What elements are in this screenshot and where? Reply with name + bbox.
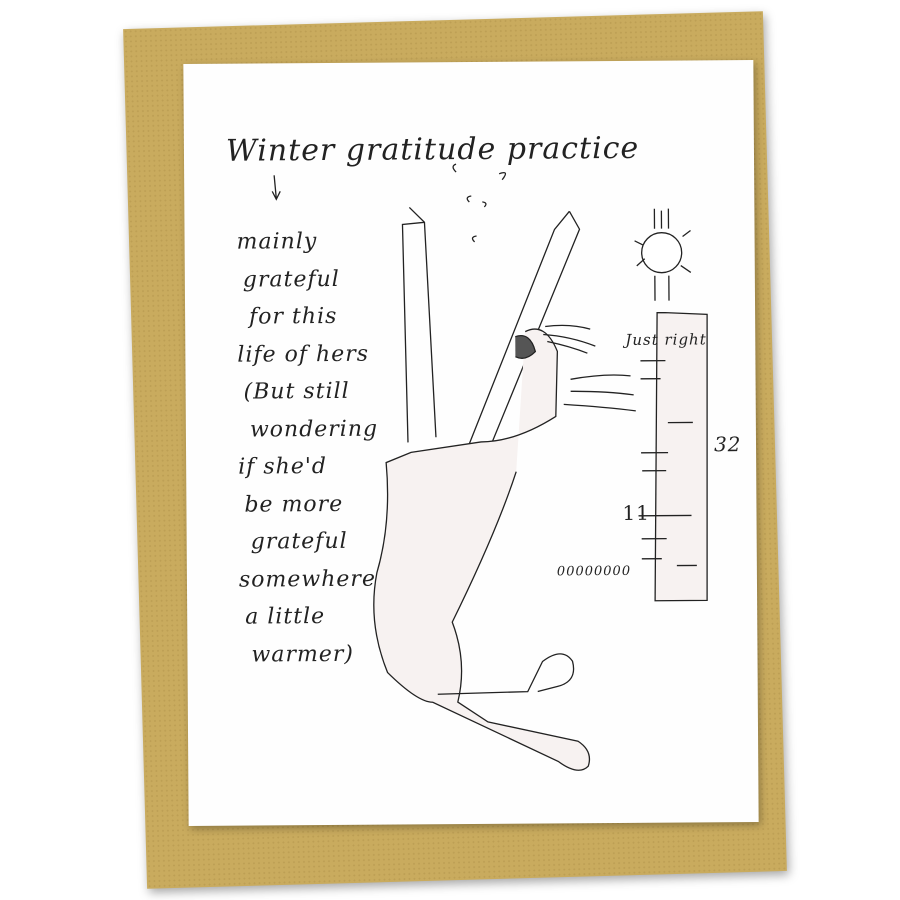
poem-line: be more <box>244 491 344 518</box>
poem-line: mainly <box>236 229 318 255</box>
greeting-card: Winter gratitude practice mainly grateful… <box>183 60 759 826</box>
poem-line: grateful <box>242 266 340 293</box>
poem-line: (But still <box>243 378 350 405</box>
poem-line: grateful <box>250 528 348 555</box>
thermometer-mark-11: 11 <box>622 500 651 525</box>
poem-line: life of hers <box>237 341 370 368</box>
thermometer-label-just-right: Just right <box>625 330 707 349</box>
thermometer-bottom: 00000000 <box>556 563 632 580</box>
line-drawing-woman-thermometer <box>271 163 708 771</box>
poem-line: for this <box>249 303 338 330</box>
card-poem: mainly grateful for this life of hers (But s… <box>236 223 379 674</box>
poem-line: somewhere <box>238 566 377 593</box>
thermometer-mark-32: 32 <box>713 432 742 457</box>
poem-line: if she'd <box>238 454 328 480</box>
poem-line: wondering <box>249 416 379 443</box>
poem-line: warmer) <box>251 641 355 668</box>
card-title: Winter gratitude practice <box>225 130 640 169</box>
poem-line: a little <box>245 604 326 630</box>
